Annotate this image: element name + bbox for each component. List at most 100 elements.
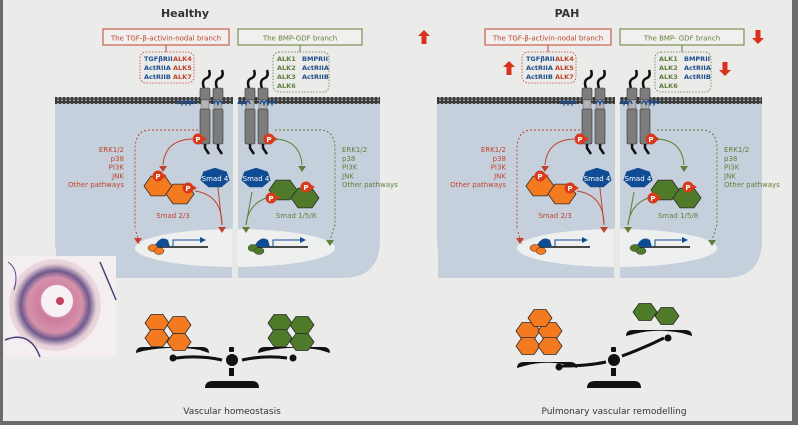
bmp-target-gene [247, 237, 308, 255]
tgf-pathway-label: PI3K [491, 164, 507, 172]
receptor-ectodomain [639, 87, 651, 101]
bmp-pathway-label: p38 [342, 155, 355, 163]
ligand-tail [246, 69, 256, 89]
bmp-type1-receptor: ALK1 [277, 55, 296, 63]
receptor-tail [203, 144, 211, 155]
bmp-noncanonical-arrowhead [326, 240, 334, 246]
phospho-marker: P [647, 192, 662, 204]
transcription-arrowhead [200, 237, 206, 243]
bmp-pathway-label: PI3K [724, 164, 740, 172]
tgf-weight-block [537, 337, 563, 355]
tgf-type2-receptor: ActRIIB [144, 73, 171, 81]
smad4-label: Smad 4 [202, 175, 229, 183]
phospho-circle [265, 192, 277, 204]
tgf-ligand-squiggle [559, 100, 577, 107]
smad4-heptagon [623, 167, 653, 188]
tgf-weight-block [515, 337, 541, 355]
tgf-type2-receptor: ActRIIA [144, 64, 171, 72]
right-pan [626, 330, 692, 336]
scale-beam [561, 336, 665, 368]
right-pan [258, 347, 330, 353]
phospho-label: P [303, 184, 308, 192]
phospho-circle [152, 170, 164, 182]
tgf-pathway-label: p38 [493, 155, 506, 163]
balance-scale [515, 303, 692, 388]
tgf-ligand-squiggle-2 [213, 100, 223, 107]
bmp-canonical-arrowhead [680, 166, 688, 172]
smad4-label: Smad 4 [584, 175, 611, 183]
phospho-tail [192, 185, 197, 191]
scale-base [205, 381, 259, 388]
bmp-pathway-label: ERK1/2 [342, 146, 367, 154]
tgf-canonical-arrow [162, 138, 193, 166]
nucleus-entry-arrowhead-bmp [242, 227, 250, 233]
tgf-type2-receptor: TGFβRII [526, 55, 555, 63]
tgf-receptors-up-arrow [503, 61, 515, 75]
bmp-type1-receptor: ALK6 [277, 82, 296, 90]
tgf-noncanonical-arrowhead [134, 238, 142, 244]
bmp-type1-receptor: ALK2 [277, 64, 296, 72]
nucleus-entry-arrowhead-tgf [600, 227, 608, 233]
ligand-tail [641, 69, 651, 89]
right-pan-pivot [289, 354, 297, 362]
phospho-label: P [650, 195, 655, 203]
bmp-noncanonical-arrowhead [708, 240, 716, 246]
tgf-canonical-arrowhead [541, 166, 549, 172]
phospho-tail [657, 195, 662, 201]
smad-on-dna [635, 247, 647, 255]
receptor-ectodomain [594, 87, 606, 101]
kinase-domain [244, 108, 256, 145]
transmembrane-segment [200, 99, 210, 110]
bmp-type2-receptor: BMPRII [302, 55, 328, 63]
phospho-tail [310, 184, 315, 190]
bmp-canonical-arrow [274, 138, 303, 166]
smad4-on-dna [536, 238, 552, 247]
smad-2-3-complex: PP [525, 170, 579, 205]
receptor-ectodomain [257, 87, 269, 101]
bmp-type1-receptor: ALK6 [659, 82, 678, 90]
transcription-arrowhead [582, 237, 588, 243]
tgf-canonical-arrow [544, 138, 575, 166]
ligand-tail [596, 69, 606, 89]
transcription-start [172, 239, 200, 247]
right-pan-pivot [664, 334, 672, 342]
bmp-pathway-label: Other pathways [342, 181, 398, 189]
tgf-branch-label: The TGF-β-activin-nodal branch [110, 35, 221, 43]
tgf-pathway-label: Other pathways [450, 181, 506, 189]
histology-inset [4, 256, 117, 358]
tgf-ligand-squiggle [177, 100, 195, 107]
bmp-type2-receptor: ActRIIA [302, 64, 329, 72]
phospho-circle [263, 133, 275, 145]
tgf-type2-receptor: ActRIIA [526, 64, 553, 72]
cell-gap [614, 228, 620, 278]
smad-1-5-8-complex: PP [647, 179, 702, 209]
smad4-label: Smad 4 [243, 175, 270, 183]
receptor-complex [581, 69, 606, 155]
smad1-hexagon [268, 179, 298, 201]
smad4b-to-nucleus-arrow [245, 191, 253, 226]
phospho-label: P [577, 136, 582, 144]
tgf-branch-header: The TGF-β-activin-nodal branchTGFβRIIAct… [102, 28, 230, 84]
receptor-ectodomain [581, 87, 593, 101]
smad4-on-dna [254, 238, 270, 247]
panel-title: Healthy [161, 7, 209, 20]
bmp-noncanonical-path [275, 129, 336, 241]
bmp-weight-block [289, 333, 315, 351]
tgf-cell-membrane [437, 97, 615, 104]
bmp-weight-block [654, 307, 680, 325]
tgf-target-gene [147, 237, 208, 255]
bmp-weight-block [632, 303, 658, 321]
smad4-tgf: Smad 4 [200, 167, 230, 188]
bmp-pathway-label: ERK1/2 [724, 146, 749, 154]
phospho-circle [192, 133, 204, 145]
smad-1-5-8-complex: PP [265, 179, 320, 209]
kinase-domain [594, 108, 606, 145]
tgf-branch-header: The TGF-β-activin-nodal branchTGFβRIIAct… [484, 28, 612, 84]
transcription-arrowhead [682, 237, 688, 243]
smad-on-dna [153, 247, 165, 255]
tgf-weight-block [144, 314, 170, 332]
bmp-type2-receptor: ActRIIA [684, 64, 711, 72]
